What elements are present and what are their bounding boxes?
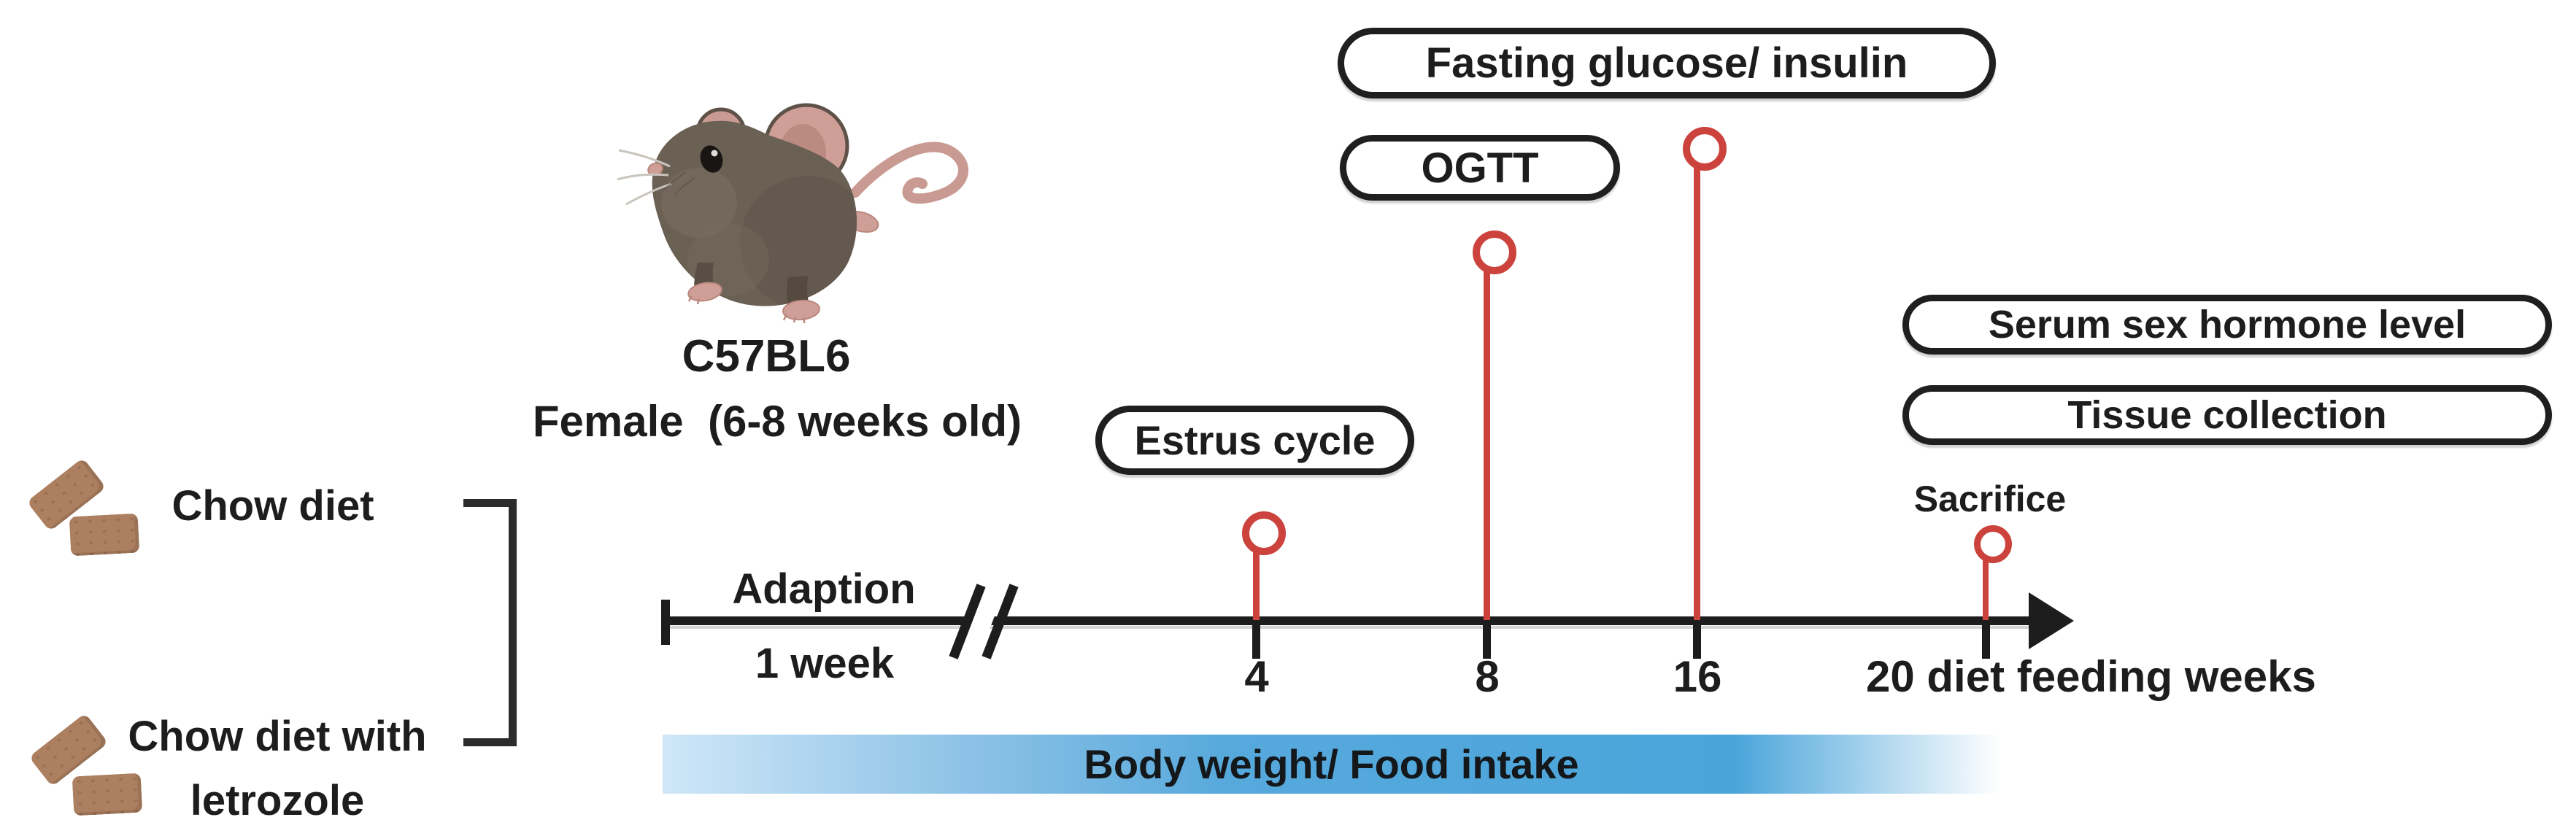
adaptation-duration-label: 1 week xyxy=(755,640,895,687)
tick-week4 xyxy=(1252,621,1260,659)
timeline-end-label: 20 diet feeding weeks xyxy=(1866,652,2316,701)
pill-serum-sex-hormone: Serum sex hormone level xyxy=(1902,295,2552,355)
marker-sacrifice-stem xyxy=(1983,549,1989,620)
pill-estrus-cycle-label: Estrus cycle xyxy=(1134,417,1376,463)
tick-week20 xyxy=(1982,621,1990,659)
tick-week8 xyxy=(1483,621,1491,659)
pill-serum-sex-hormone-label: Serum sex hormone level xyxy=(1988,303,2467,347)
axis-shadow-line xyxy=(661,626,2032,629)
group-bracket-vertical xyxy=(509,499,517,746)
pill-ogtt: OGTT xyxy=(1340,135,1620,201)
diet-group1-label: Chow diet xyxy=(171,482,374,530)
mouse-eye-highlight xyxy=(711,150,718,157)
marker-week16-circle xyxy=(1683,127,1727,171)
mouse-face-whiskers xyxy=(663,171,695,196)
mouse-toes xyxy=(687,295,806,323)
strain-label: C57BL6 xyxy=(682,331,851,382)
marker-sacrifice-circle xyxy=(1974,525,2012,563)
mouse-whiskers xyxy=(617,149,672,206)
pill-tissue-collection: Tissue collection xyxy=(1902,385,2552,445)
mouse-front-paw-right xyxy=(782,299,820,321)
marker-week4-stem xyxy=(1253,540,1260,620)
mouse-illustration xyxy=(617,103,969,323)
axis-start-tick xyxy=(661,600,670,645)
monitoring-bar-label: Body weight/ Food intake xyxy=(1084,741,1579,787)
week16-label: 16 xyxy=(1673,652,1722,701)
food-pellet-icon xyxy=(69,513,140,557)
diet-group2-label-line1: Chow diet with xyxy=(128,713,427,760)
week8-label: 8 xyxy=(1475,652,1500,701)
diet-group2-label-line2: letrozole xyxy=(190,777,365,824)
mouse-front-paw-left xyxy=(687,282,722,302)
adaptation-label: Adaption xyxy=(732,565,916,613)
pill-estrus-cycle: Estrus cycle xyxy=(1095,406,1414,475)
pill-fasting-glucose-insulin-label: Fasting glucose/ insulin xyxy=(1425,39,1908,87)
marker-week8-stem xyxy=(1484,259,1490,620)
group-bracket-top-arm xyxy=(463,499,516,507)
week4-label: 4 xyxy=(1244,652,1269,701)
pill-fasting-glucose-insulin: Fasting glucose/ insulin xyxy=(1338,28,1996,98)
group-bracket-bottom-arm xyxy=(463,738,516,746)
monitoring-bar: Body weight/ Food intake xyxy=(663,735,2000,794)
mouse-tail xyxy=(850,142,969,204)
marker-week4-circle xyxy=(1242,511,1286,555)
sex-age-label: Female (6-8 weeks old) xyxy=(532,397,1022,446)
timeline-axis xyxy=(661,616,2032,625)
pill-tissue-collection-label: Tissue collection xyxy=(2067,393,2387,437)
axis-arrowhead-icon xyxy=(2029,592,2074,649)
tick-week16 xyxy=(1693,621,1701,659)
sacrifice-label: Sacrifice xyxy=(1913,479,2067,519)
marker-week8-circle xyxy=(1473,231,1516,274)
pill-ogtt-label: OGTT xyxy=(1421,144,1539,192)
marker-week16-stem xyxy=(1694,155,1700,620)
